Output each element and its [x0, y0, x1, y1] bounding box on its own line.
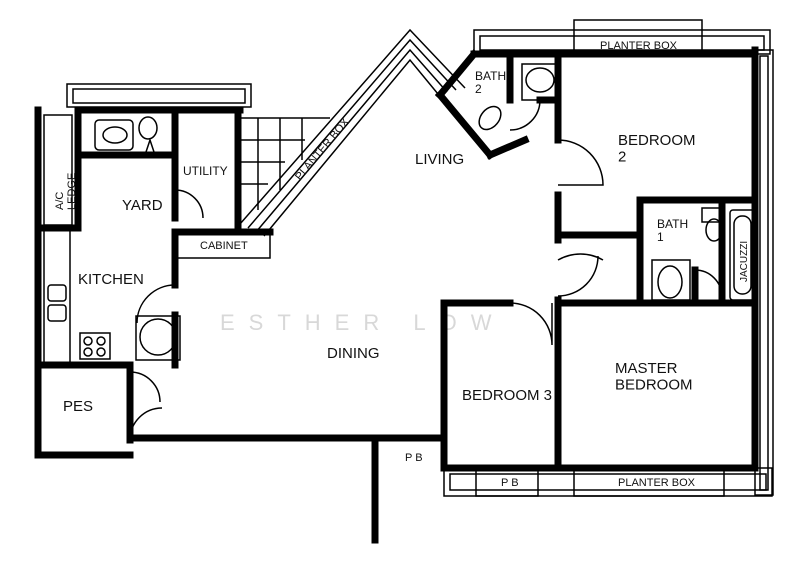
- bedroom3-label: BEDROOM 3: [462, 387, 552, 404]
- ac-ledge-label: A/CLEDGE: [54, 173, 78, 210]
- yard-label: YARD: [122, 197, 163, 214]
- planter-box-bottom-label: PLANTER BOX: [618, 477, 696, 489]
- utility-label: UTILITY: [183, 164, 228, 178]
- doors: [129, 99, 723, 441]
- diagonal-planter: [238, 28, 466, 237]
- dining-label: DINING: [327, 345, 380, 362]
- planter-box-top-label: PLANTER BOX: [600, 40, 678, 52]
- cabinet-label: CABINET: [200, 240, 248, 252]
- pes-label: PES: [63, 398, 93, 415]
- fixtures: [43, 63, 756, 364]
- pb-mid-label: P B: [405, 452, 423, 464]
- watermark: ESTHER LOW: [220, 310, 505, 335]
- kitchen-label: KITCHEN: [78, 271, 144, 288]
- pb-low-label: P B: [501, 477, 519, 489]
- jacuzzi-label: JACUZZI: [739, 241, 750, 282]
- living-label: LIVING: [415, 151, 464, 168]
